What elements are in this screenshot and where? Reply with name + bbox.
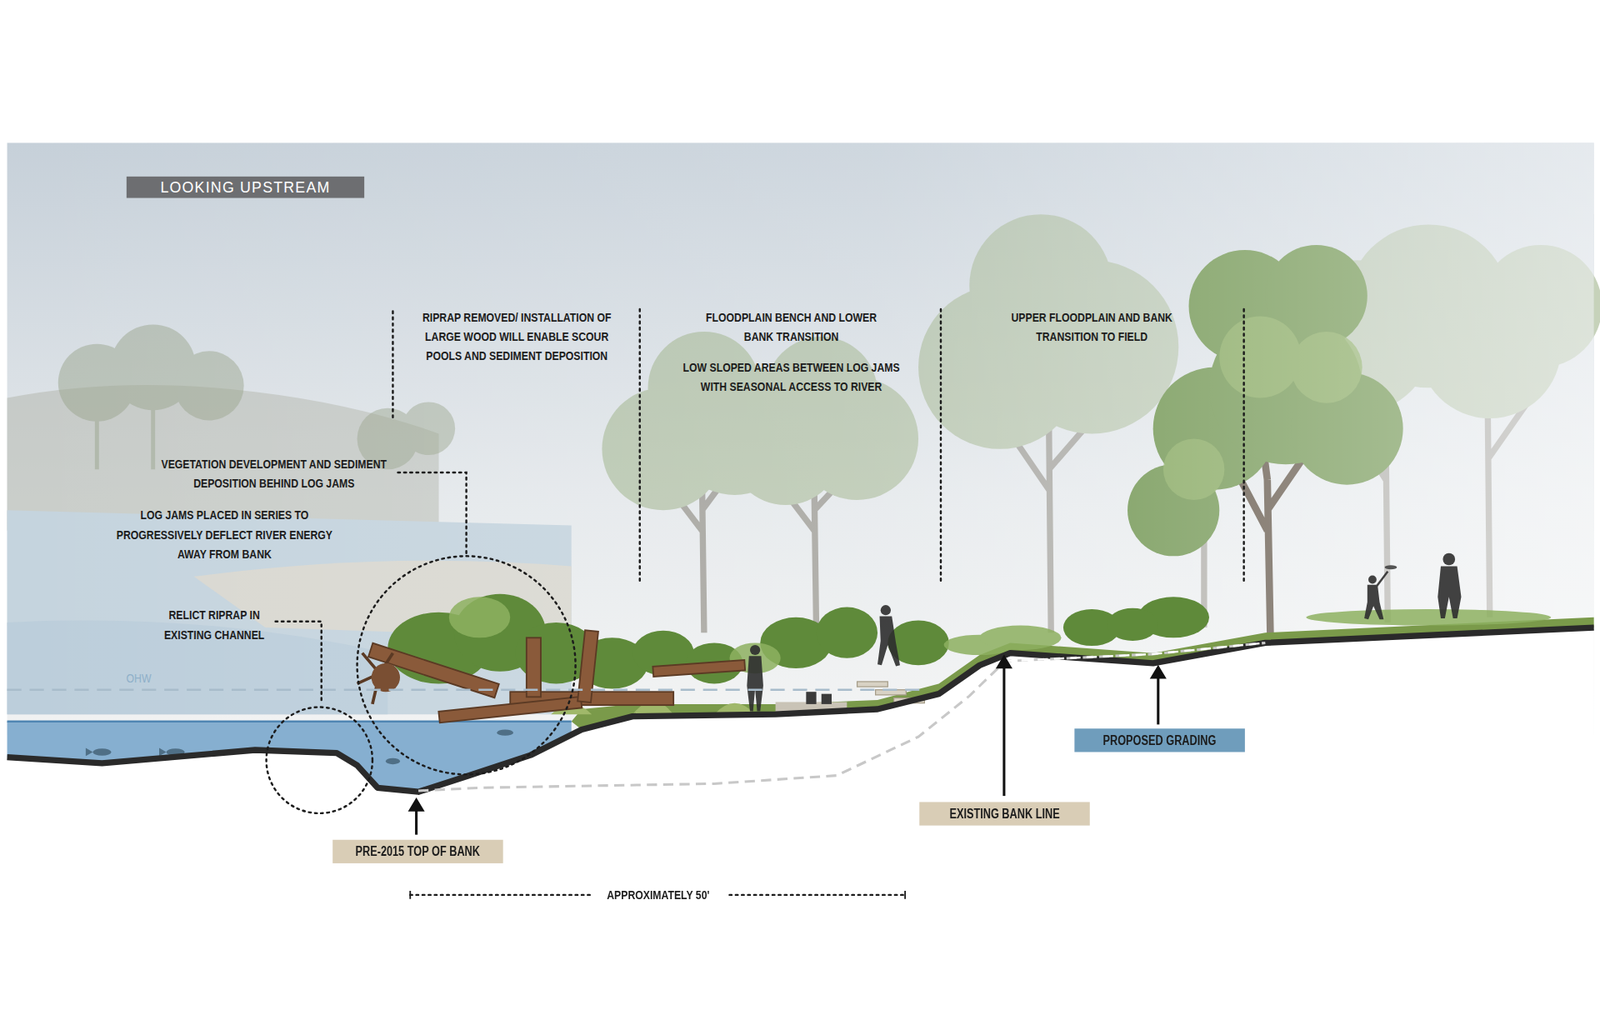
dimension-label: APPROXIMATELY 50' xyxy=(592,885,724,905)
tag-text: LOOKING UPSTREAM xyxy=(160,179,330,196)
grading-tag: PROPOSED GRADING xyxy=(1074,728,1245,752)
tag-text: EXISTING BANK LINE xyxy=(949,805,1060,821)
annotation-text: UPPER FLOODPLAIN AND BANK TRANSITION TO … xyxy=(990,308,1195,348)
tag-text: PRE-2015 TOP OF BANK xyxy=(355,844,481,860)
tag-text: PROPOSED GRADING xyxy=(1103,732,1217,748)
bank-line-tag: EXISTING BANK LINE xyxy=(919,801,1090,825)
bank-line-tag: PRE-2015 TOP OF BANK xyxy=(332,840,503,864)
annotation-text: LOW SLOPED AREAS BETWEEN LOG JAMS WITH S… xyxy=(674,358,907,398)
annotation-text: RELICT RIPRAP IN EXISTING CHANNEL xyxy=(145,605,285,645)
annotation-text: FLOODPLAIN BENCH AND LOWER BANK TRANSITI… xyxy=(695,308,887,348)
annotation-text: VEGETATION DEVELOPMENT AND SEDIMENT DEPO… xyxy=(149,455,399,495)
annotation-text: RIPRAP REMOVED/ INSTALLATION OF LARGE WO… xyxy=(408,308,625,367)
view-direction-tag: LOOKING UPSTREAM xyxy=(126,176,365,199)
annotation-text: LOG JAMS PLACED IN SERIES TO PROGRESSIVE… xyxy=(101,505,347,565)
water-level-label: OHW xyxy=(114,669,164,689)
